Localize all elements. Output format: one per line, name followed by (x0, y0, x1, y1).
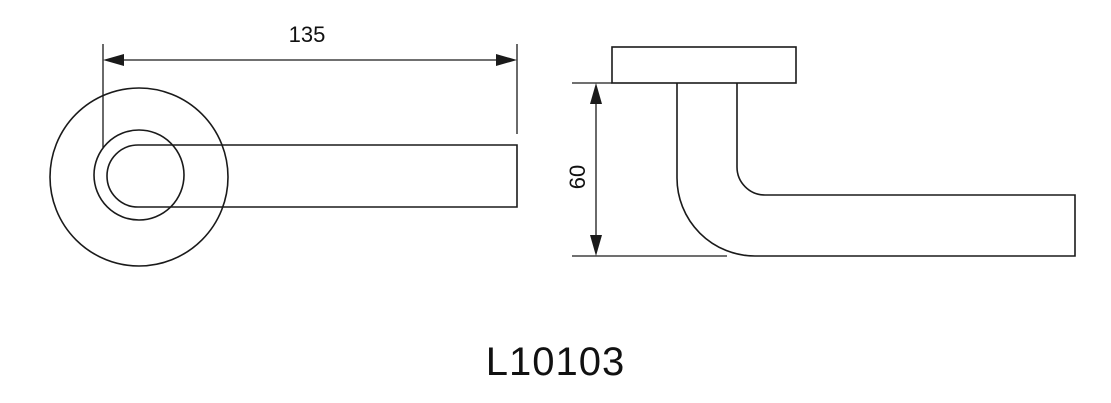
model-code: L10103 (485, 340, 626, 384)
arrowhead-bottom (590, 235, 602, 256)
side-view (611, 46, 1076, 257)
length-dimension-label: 135 (289, 22, 326, 47)
arrowhead-right (496, 54, 517, 66)
length-dimension: 135 (102, 22, 518, 148)
lever-side-outline (676, 83, 1076, 257)
front-view (49, 87, 518, 267)
arrowhead-left (103, 54, 124, 66)
rose-outer-circle (49, 87, 229, 267)
rose-inner-circle (93, 129, 185, 221)
height-dimension-label: 60 (565, 165, 590, 189)
rose-side-profile (611, 46, 797, 84)
arrowhead-top (590, 83, 602, 104)
lever-front-outline (106, 144, 518, 208)
height-dimension: 60 (565, 82, 727, 257)
